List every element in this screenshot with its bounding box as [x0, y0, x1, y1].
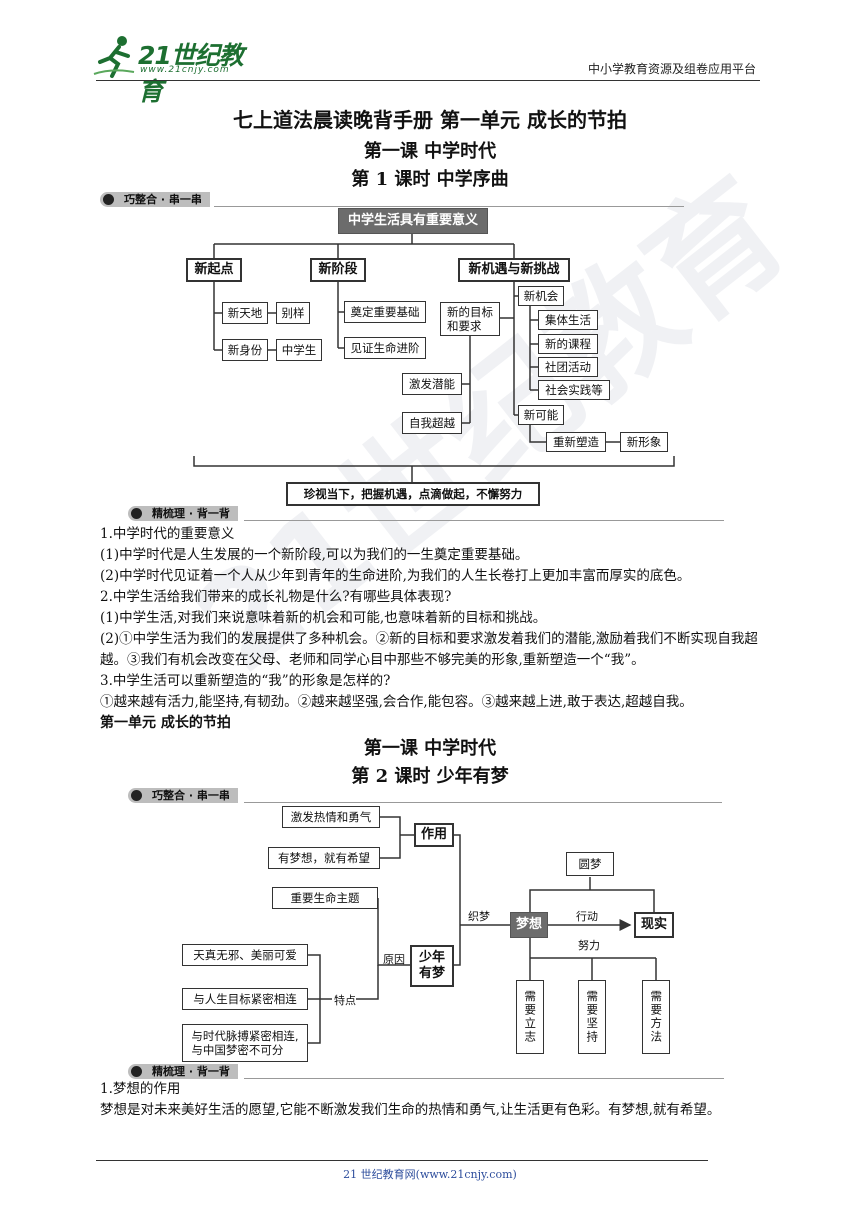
lesson-title-2: 第一课 中学时代 — [363, 738, 497, 759]
section-tag-integrate-2: 巧整合 · 串一串 — [128, 788, 238, 803]
node-linked-goal: 与人生目标紧密相连 — [182, 988, 308, 1010]
node-linked-era: 与时代脉搏紧密相连, 与中国梦密不可分 — [182, 1024, 308, 1062]
node-new-world: 新天地 — [222, 302, 268, 324]
footer-link[interactable]: 21 世纪教育网(www.21cnjy.com) — [343, 1168, 517, 1181]
node-new-start: 新起点 — [186, 258, 242, 282]
node-need-method: 需要方法 — [642, 980, 670, 1054]
node-root: 中学生活具有重要意义 — [338, 208, 488, 234]
platform-name: 中小学教育资源及组卷应用平台 — [587, 62, 756, 76]
section-2-text: 1.梦想的作用 梦想是对未来美好生活的愿望,它能不断激发我们生命的热情和勇气,让… — [100, 1079, 764, 1121]
node-new-stage: 新阶段 — [310, 258, 366, 282]
node-lay-foundation: 奠定重要基础 — [344, 301, 426, 323]
paragraph: ①越来越有活力,能坚持,有韧劲。②越来越坚强,会合作,能包容。③越来越上进,敢于… — [100, 694, 693, 710]
section-rule — [214, 206, 684, 207]
node-chance-item-1: 集体生活 — [538, 310, 598, 330]
node-new-identity: 新身份 — [222, 339, 268, 361]
mindmap-1-connectors — [193, 234, 675, 482]
paragraph: (1)中学时代是人生发展的一个新阶段,可以为我们的一生奠定重要基础。 — [100, 547, 529, 563]
node-passion: 激发热情和勇气 — [282, 806, 380, 828]
node-conclusion: 珍视当下，把握机遇，点滴做起，不懈努力 — [286, 482, 540, 506]
node-reshape: 重新塑造 — [546, 432, 606, 452]
section-tag-sort-1: 精梳理 · 背一背 — [128, 506, 238, 521]
lesson-title-1: 第一课 中学时代 — [363, 141, 497, 162]
paragraph: (2)中学时代见证着一个人从少年到青年的生命进阶,为我们的人生长卷打上更加丰富而… — [100, 568, 691, 584]
page-title: 七上道法晨读晚背手册 第一单元 成长的节拍 — [233, 108, 627, 132]
site-logo: 21世纪教育 www.21cnjy.com — [92, 34, 262, 106]
node-need-persistence: 需要坚持 — [578, 980, 606, 1054]
paragraph: (1)中学生活,对我们来说意味着新的机会和可能,也意味着新的目标和挑战。 — [100, 610, 547, 626]
paragraph: 1.中学时代的重要意义 — [100, 526, 235, 542]
paragraph: (2)①中学生活为我们的发展提供了多种机会。②新的目标和要求激发着我们的潜能,激… — [100, 631, 758, 668]
node-middle-student: 中学生 — [276, 339, 322, 361]
section-rule — [244, 802, 722, 803]
node-hope: 有梦想，就有希望 — [268, 847, 380, 869]
header-divider — [96, 80, 760, 81]
mindmap-2: 激发热情和勇气 有梦想，就有希望 作用 重要生命主题 天真无邪、美丽可爱 与人生… — [182, 806, 674, 1062]
node-new-chance: 新机会 — [518, 286, 564, 306]
period-title-1: 第 1 课时 中学序曲 — [351, 169, 509, 190]
node-chance-item-4: 社会实践等 — [538, 380, 610, 400]
node-new-goals: 新的目标 和要求 — [440, 302, 500, 336]
paragraph: 3.中学生活可以重新塑造的“我”的形象是怎样的? — [100, 673, 391, 689]
section-tag-integrate-1: 巧整合 · 串一串 — [100, 192, 210, 207]
label-action: 行动 — [576, 910, 598, 923]
node-dream: 梦想 — [510, 912, 548, 938]
label-reason: 原因 — [383, 953, 405, 966]
section-rule — [244, 1078, 724, 1079]
footer-divider — [96, 1160, 708, 1161]
label-weave: 织梦 — [468, 910, 490, 923]
running-man-icon — [93, 36, 135, 78]
node-new-possible: 新可能 — [518, 405, 564, 425]
mindmap-2-connectors — [308, 816, 657, 1044]
paragraph: 2.中学生活给我们带来的成长礼物是什么?有哪些具体表现? — [100, 589, 452, 605]
label-feature: 特点 — [334, 994, 356, 1007]
node-opportunity-challenge: 新机遇与新挑战 — [458, 258, 570, 282]
paragraph: 梦想是对未来美好生活的愿望,它能不断激发我们生命的热情和勇气,让生活更有色彩。有… — [100, 1102, 721, 1118]
label-effort: 努力 — [578, 939, 600, 952]
section-rule — [244, 520, 724, 521]
node-youth-dream: 少年 有梦 — [410, 945, 454, 987]
logo-url: www.21cnjy.com — [140, 65, 230, 75]
node-reality: 现实 — [634, 912, 674, 938]
node-new-image: 新形象 — [620, 432, 668, 452]
node-self-surpass: 自我超越 — [402, 412, 462, 434]
node-stimulate-potential: 激发潜能 — [402, 373, 462, 395]
node-chance-item-2: 新的课程 — [538, 334, 598, 354]
node-life-theme: 重要生命主题 — [272, 887, 378, 909]
unit-title-repeat: 第一单元 成长的节拍 — [100, 715, 231, 731]
period-title-2: 第 2 课时 少年有梦 — [351, 766, 509, 787]
node-distinct: 别样 — [276, 302, 310, 324]
paragraph: 1.梦想的作用 — [100, 1081, 181, 1097]
logo-text: 21世纪教育 — [138, 41, 244, 106]
node-fulfill: 圆梦 — [566, 852, 614, 876]
section-tag-sort-2: 精梳理 · 背一背 — [128, 1064, 238, 1079]
section-1-text: 1.中学时代的重要意义 (1)中学时代是人生发展的一个新阶段,可以为我们的一生奠… — [100, 524, 764, 713]
node-chance-item-3: 社团活动 — [538, 357, 598, 377]
node-witness-growth: 见证生命进阶 — [344, 337, 426, 359]
node-function: 作用 — [414, 823, 454, 847]
node-innocent: 天真无邪、美丽可爱 — [182, 944, 308, 966]
mindmap-1: 中学生活具有重要意义 新起点 新天地 别样 新身份 中学生 新阶段 奠定重要基础… — [0, 0, 860, 520]
node-need-aspiration: 需要立志 — [516, 980, 544, 1054]
